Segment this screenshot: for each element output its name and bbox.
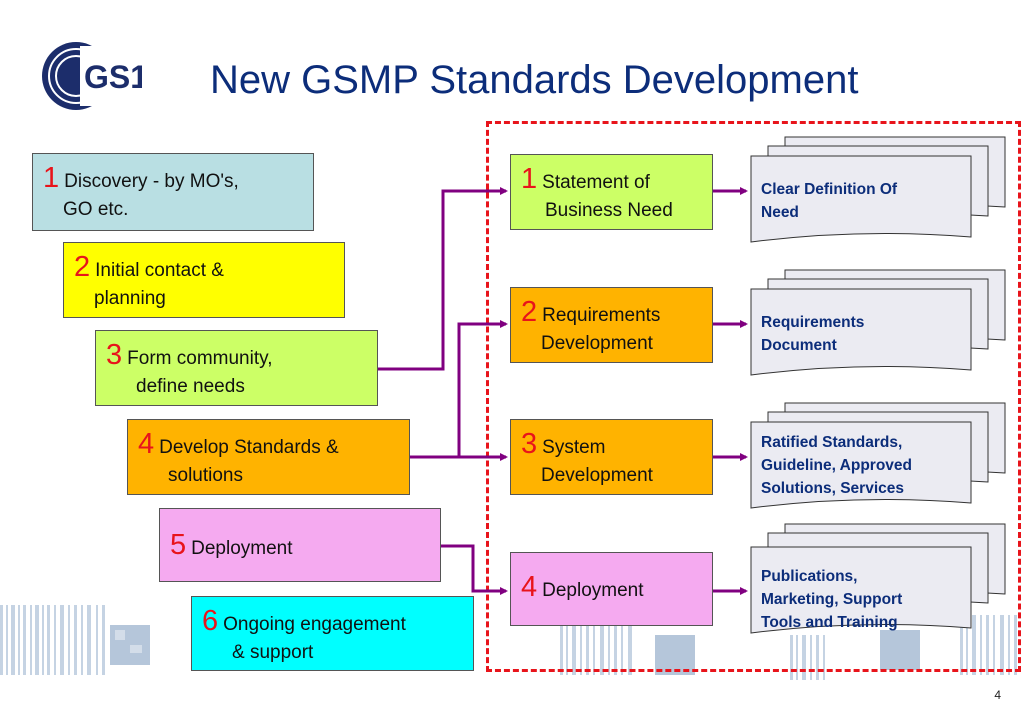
step-label-line2: & support — [232, 642, 314, 663]
step-label-line2: planning — [94, 288, 166, 309]
svg-text:GS1: GS1 — [84, 59, 142, 95]
document-line: Tools and Training — [761, 614, 898, 631]
document-4-text: Publications, Marketing, Support Tools a… — [761, 565, 902, 634]
step-number: 6 — [202, 605, 219, 637]
step-number: 1 — [521, 163, 538, 195]
step-label: Form community, — [127, 348, 273, 369]
document-2-text: Requirements Document — [761, 311, 864, 357]
step-label-line2: define needs — [136, 376, 245, 397]
step-label-line2: Development — [541, 333, 653, 354]
step-label: System — [542, 437, 606, 458]
step-number: 5 — [170, 529, 187, 561]
gs1-logo: GS1 — [42, 42, 142, 110]
document-3-text: Ratified Standards, Guideline, Approved … — [761, 431, 912, 500]
step-label: Deployment — [191, 538, 293, 559]
step-number: 4 — [138, 428, 155, 460]
document-line: Clear Definition Of — [761, 181, 898, 198]
step-label-line2: Development — [541, 465, 653, 486]
step-label-line2: Business Need — [545, 200, 673, 221]
document-line: Marketing, Support — [761, 591, 903, 608]
step-label: Discovery - by MO's, — [64, 171, 239, 192]
step-label: Initial contact & — [95, 260, 224, 281]
connector-step3-to-statement — [378, 187, 508, 371]
document-stack-1 — [750, 136, 1006, 243]
step-label: Deployment — [542, 580, 644, 601]
step-label-line2: GO etc. — [63, 199, 129, 220]
step-label: Ongoing engagement — [223, 614, 406, 635]
step-label-line2: solutions — [168, 465, 243, 486]
document-line: Requirements — [761, 314, 865, 331]
document-line: Solutions, Services — [761, 480, 904, 497]
step-number: 4 — [521, 571, 538, 603]
step-number: 2 — [74, 251, 91, 283]
document-line: Ratified Standards, — [761, 434, 903, 451]
step-number: 2 — [521, 296, 538, 328]
document-line: Need — [761, 204, 799, 221]
step-number: 1 — [43, 162, 60, 194]
page-number: 4 — [994, 688, 1001, 702]
step-number: 3 — [521, 428, 538, 460]
process-group-border — [486, 121, 1021, 672]
step-label: Develop Standards & — [159, 437, 339, 458]
document-line: Document — [761, 337, 837, 354]
document-stack-4 — [750, 523, 1006, 634]
step-label: Requirements — [542, 305, 661, 326]
document-stack-3 — [750, 402, 1006, 509]
page-title: New GSMP Standards Development — [210, 58, 859, 102]
document-line: Guideline, Approved — [761, 457, 912, 474]
barcode-background-strip — [0, 605, 1017, 680]
connector-step4-to-requirements — [410, 320, 508, 459]
step-label: Statement of — [542, 172, 650, 193]
document-1-text: Clear Definition Of Need — [761, 178, 897, 224]
step-number: 3 — [106, 339, 123, 371]
connector-step5-to-deployment — [441, 544, 508, 595]
document-line: Publications, — [761, 568, 858, 585]
document-stack-2 — [750, 269, 1006, 376]
